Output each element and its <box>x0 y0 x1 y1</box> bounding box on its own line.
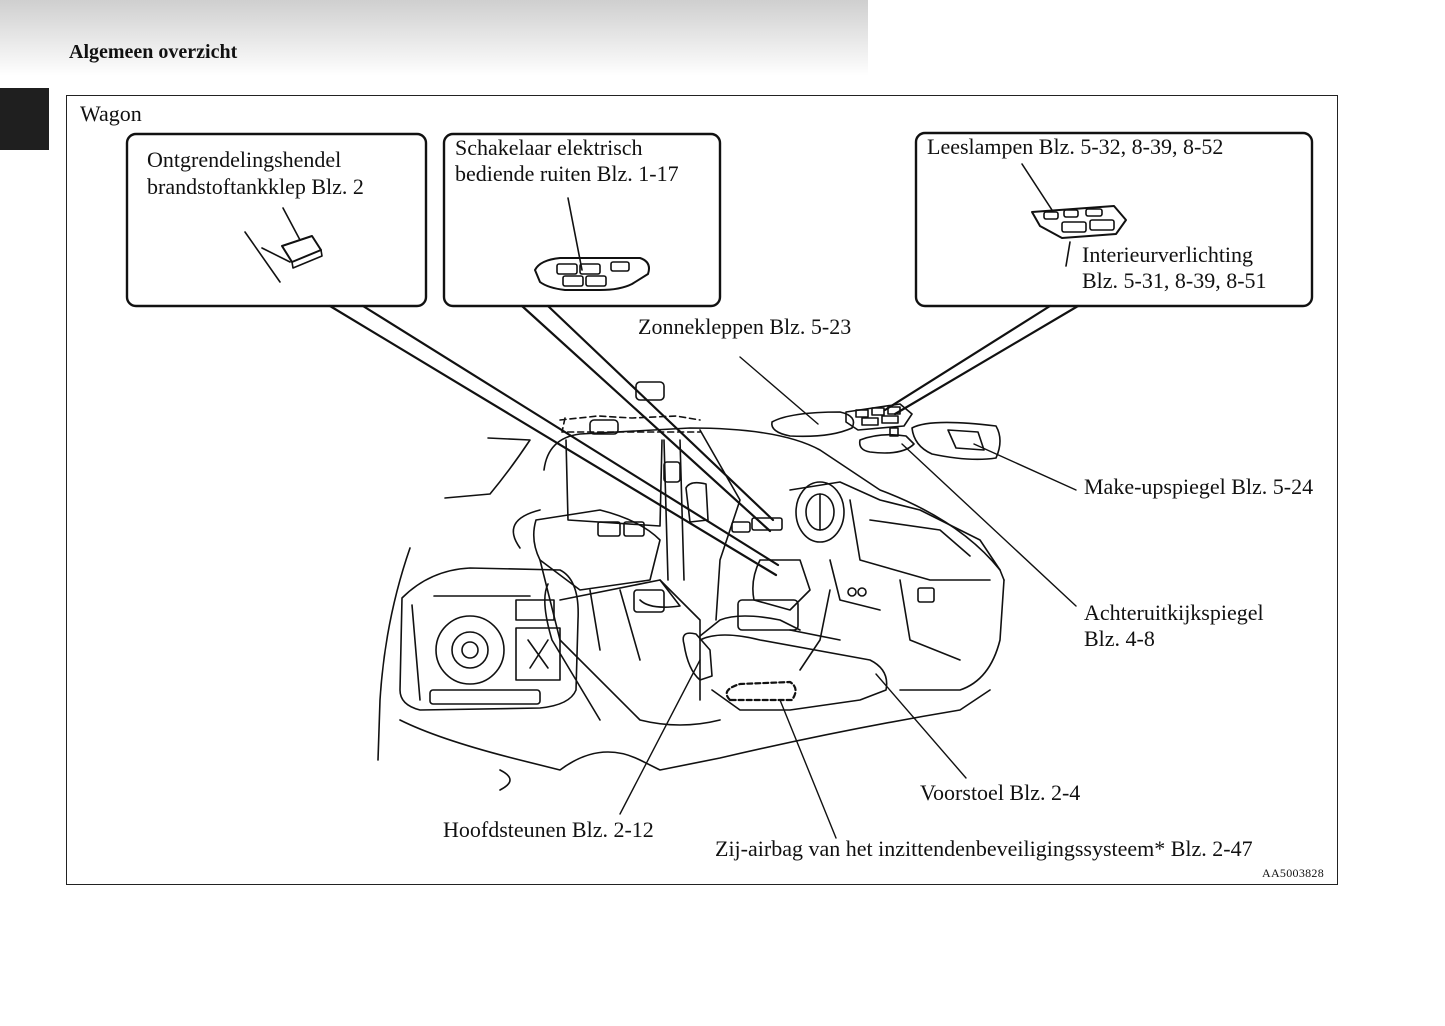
head-restraints-label: Hoofdsteunen Blz. 2-12 <box>443 817 654 842</box>
callout-box-lamps <box>914 131 1314 308</box>
front-seat <box>682 559 888 711</box>
page-title: Algemeen overzicht <box>69 41 238 63</box>
header-band <box>0 0 868 76</box>
reading-lamps-label: Leeslampen Blz. 5-32, 8-39, 8-52 <box>927 134 1224 159</box>
vanity-mirror-label: Make-upspiegel Blz. 5-24 <box>1084 474 1314 499</box>
front-seat-label: Voorstoel Blz. 2-4 <box>920 780 1081 805</box>
sun-visor-left <box>771 411 855 438</box>
door-panels <box>565 381 783 621</box>
callout-tail-lamps <box>883 304 1080 416</box>
callout-box-window-switch <box>442 132 722 308</box>
overhead-lamp-detail <box>1021 163 1127 267</box>
section-tab-marker <box>0 88 49 150</box>
callout-tail-window-switch <box>520 304 775 533</box>
fuel-lid-lever-detail <box>244 207 323 283</box>
diagram-frame <box>66 95 1338 885</box>
interior-light-label-line2: Blz. 5-31, 8-39, 8-51 <box>1082 268 1267 293</box>
rear-view-mirror-label-line1: Achteruitkijkspiegel <box>1084 600 1264 625</box>
leader-vanity-mirror <box>973 443 1077 491</box>
interior-light-label-line1: Interieurverlichting <box>1082 242 1254 267</box>
sun-visor-right <box>911 421 1001 461</box>
rear-seat <box>532 509 721 726</box>
fuel-lid-label-line1: Ontgrendelingshendel <box>147 147 342 172</box>
rear-view-mirror-label-line2: Blz. 4-8 <box>1084 626 1155 651</box>
leader-side-airbag <box>779 699 837 839</box>
sun-visors-label: Zonnekleppen Blz. 5-23 <box>638 314 852 339</box>
callout-tail-fuel-lid <box>328 304 780 577</box>
window-switch-label-line2: bediende ruiten Blz. 1-17 <box>455 161 679 186</box>
overhead-console <box>845 403 913 431</box>
car-body-outline <box>377 415 1005 791</box>
fuel-lid-label-line2: brandstoftankklep Blz. 2 <box>147 174 364 199</box>
side-airbag-label: Zij-airbag van het inzittendenbeveiligin… <box>715 836 1253 861</box>
dashboard <box>789 481 1001 671</box>
leader-front-seat <box>875 673 967 779</box>
rear-view-mirror <box>858 427 915 454</box>
callout-box-fuel-lid <box>125 132 428 308</box>
leader-rear-view-mirror <box>901 443 1077 607</box>
figure-code: AA5003828 <box>1262 866 1325 880</box>
leader-head-restraints <box>619 659 701 815</box>
leader-sun-visors <box>739 356 819 425</box>
leader-lines <box>619 356 1077 839</box>
window-switch-detail <box>534 197 650 291</box>
variant-label: Wagon <box>80 101 142 126</box>
window-switch-label-line1: Schakelaar elektrisch <box>455 135 643 160</box>
